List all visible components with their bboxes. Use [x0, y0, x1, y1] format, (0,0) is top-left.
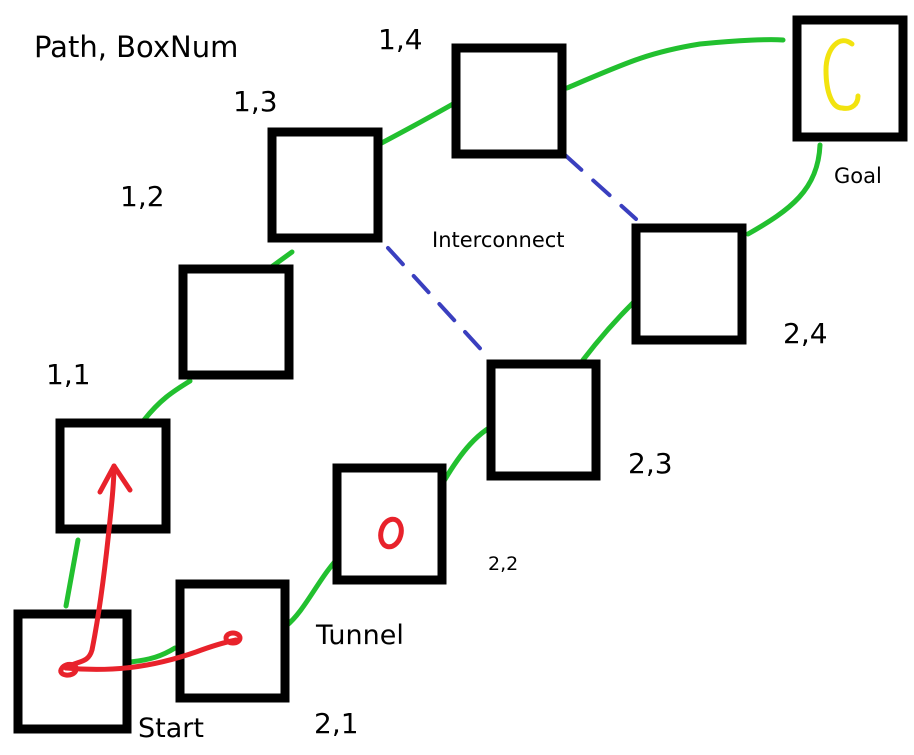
connector-goal-to-2-4: [745, 142, 823, 237]
connector-1-1-to-1-2: [141, 378, 193, 423]
connector-start-to-1-1: [63, 537, 81, 609]
route-2-2-marker: [378, 516, 404, 550]
label-box-2-3: 2,3: [628, 447, 673, 480]
goal-mark-icon: [823, 38, 861, 111]
box-1-4: [451, 43, 567, 159]
boxes: [13, 15, 908, 734]
label-start: Start: [138, 713, 204, 744]
route-start-to-2-1: [63, 637, 239, 672]
label-box-1-3: 1,3: [233, 85, 278, 118]
connector-1-4-to-goal: [564, 37, 786, 91]
label-box-2-1: 2,1: [314, 707, 359, 740]
label-goal: Goal: [834, 164, 882, 188]
route-start-loop: [58, 661, 79, 678]
connector-1-3-to-1-4: [373, 97, 463, 149]
box-goal: [792, 15, 908, 142]
label-box-2-2: 2,2: [488, 553, 519, 575]
label-box-1-2: 1,2: [120, 180, 165, 213]
box-2-4: [631, 223, 747, 345]
connector-start-to-2-1: [127, 645, 178, 665]
diagram-title: Path, BoxNum: [34, 30, 239, 64]
drawn-route: [58, 463, 404, 678]
box-1-2: [178, 264, 294, 380]
label-box-2-4: 2,4: [783, 317, 828, 350]
route-arrowhead: [97, 463, 133, 495]
interconnect-lines: [386, 153, 638, 359]
label-tunnel: Tunnel: [316, 620, 404, 651]
box-1-3: [267, 127, 383, 243]
label-box-1-4: 1,4: [378, 23, 423, 56]
label-box-1-1: 1,1: [46, 358, 91, 391]
box-2-2: [332, 463, 447, 585]
route-start-to-1-1: [63, 463, 117, 671]
route-2-1-marker: [223, 630, 243, 646]
interconnect-1-4-to-2-4: [563, 153, 638, 221]
interconnect-1-3-to-2-3: [386, 246, 490, 359]
label-interconnect: Interconnect: [432, 228, 565, 252]
box-2-3: [486, 359, 601, 481]
